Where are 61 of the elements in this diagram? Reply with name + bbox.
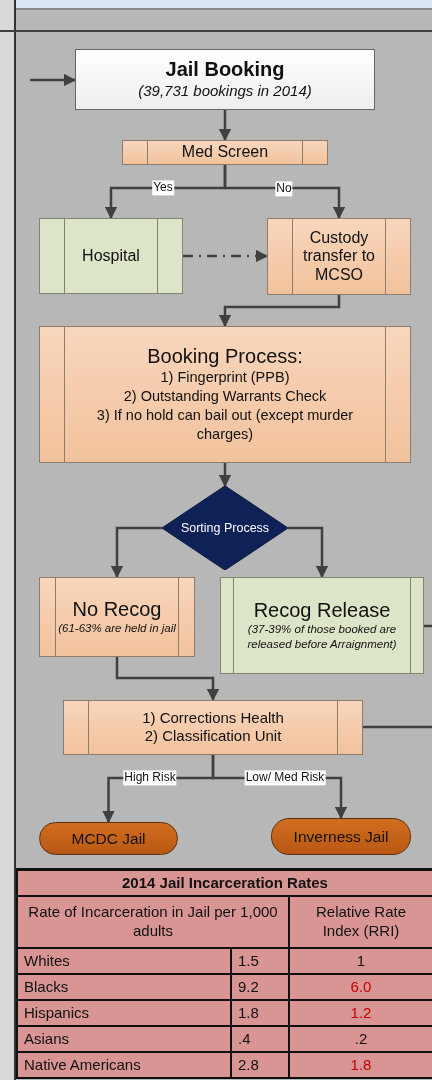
connector-line (363, 725, 432, 729)
box-label: MCDC Jail (71, 829, 146, 848)
arrow (30, 73, 77, 87)
diamond-label: Sorting Process (180, 520, 270, 536)
process-box (122, 140, 328, 165)
process-box (39, 577, 195, 657)
table-cell: .2 (290, 1027, 432, 1053)
arrow (218, 463, 232, 488)
arrow (288, 526, 329, 579)
process-box (39, 218, 183, 294)
box-heading: No Recog (72, 598, 162, 622)
table-cell: 1.5 (232, 949, 290, 975)
table-cell: 1.8 (232, 1001, 290, 1027)
box-label: Hospital (82, 246, 140, 266)
table-cell: 1 (290, 949, 432, 975)
arrow (223, 165, 346, 220)
box-label: Custody transfer to MCSO (302, 228, 376, 285)
edge-label: Yes (152, 180, 174, 196)
arrow (183, 249, 269, 263)
box-label: Med Screen (181, 143, 269, 162)
box-heading: Recog Release (253, 599, 391, 623)
box-heading: Booking Process: (147, 345, 303, 369)
table-cell: Whites (18, 949, 232, 975)
process-box (267, 218, 411, 295)
process-box (63, 700, 363, 755)
terminal-pill (39, 822, 178, 855)
table-cell: Hispanics (18, 1001, 232, 1027)
arrow (218, 110, 232, 142)
table-cell: 1.8 (290, 1053, 432, 1079)
table-cell: 1.2 (290, 1001, 432, 1027)
process-box (220, 577, 424, 674)
process-box (75, 49, 375, 110)
table-cell: Native Americans (18, 1053, 232, 1079)
table-cell: 6.0 (290, 975, 432, 1001)
box-note: (37-39% of those booked are released before Arraignment) (246, 622, 398, 652)
arrow (218, 295, 341, 328)
list-item: 2) Outstanding Warrants Check (123, 387, 327, 406)
table-cell: Blacks (18, 975, 232, 1001)
terminal-pill (271, 818, 411, 855)
box-label: Inverness Jail (293, 827, 389, 846)
process-box (39, 326, 411, 463)
table-cell: .4 (232, 1027, 290, 1053)
list-item: 2) Classification Unit (144, 726, 282, 746)
list-item: 3) If no hold can bail out (except murder charges) (95, 406, 355, 444)
table-title: 2014 Jail Incarceration Rates (18, 871, 432, 897)
list-item: 1) Corrections Health (142, 709, 284, 727)
list-item: 1) Fingerprint (PPB) (160, 368, 290, 388)
table-cell: 2.8 (232, 1053, 290, 1079)
arrow (110, 526, 162, 579)
title-text: Jail Booking (165, 58, 285, 82)
edge-label: Low/ Med Risk (244, 770, 326, 786)
box-note: (61-63% are held in jail (58, 621, 176, 636)
edge-label: No (275, 181, 293, 197)
table-cell: 9.2 (232, 975, 290, 1001)
arrow (115, 657, 220, 702)
column-header: Rate of Incarceration in Jail per 1,000 adults (18, 897, 290, 949)
edge-label: High Risk (123, 770, 177, 786)
decision-diamond (162, 486, 288, 570)
table-cell: Asians (18, 1027, 232, 1053)
subtitle-text: (39,731 bookings in 2014) (138, 81, 312, 101)
column-header: Relative Rate Index (RRI) (290, 897, 432, 949)
